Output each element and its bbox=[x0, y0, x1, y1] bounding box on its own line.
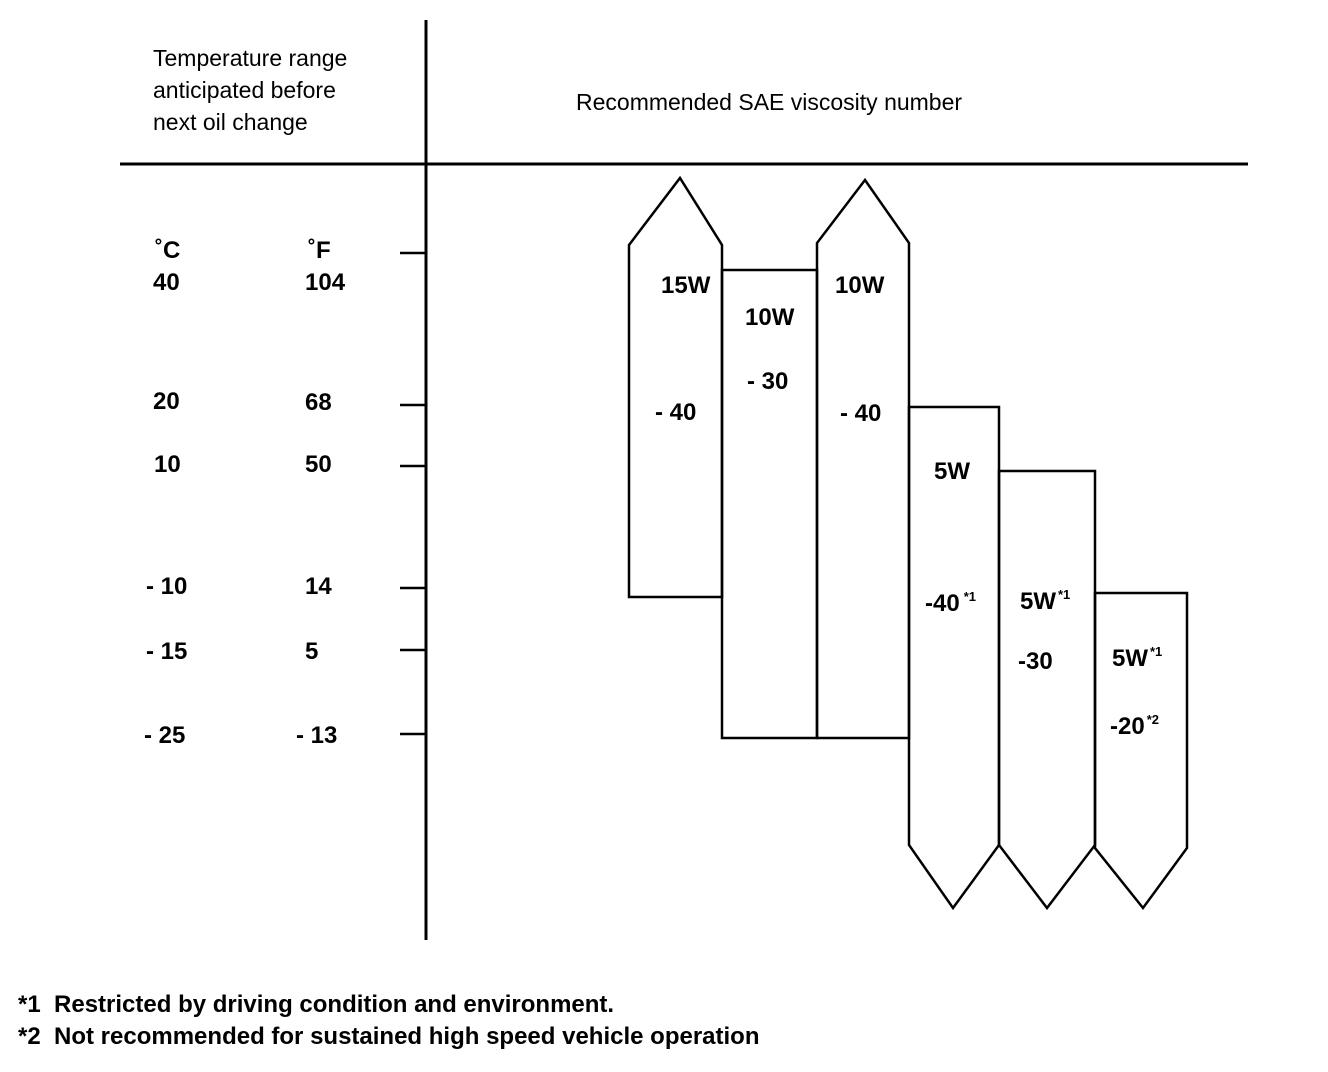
grade-suffix-label: - 40 bbox=[840, 400, 881, 427]
footnote-marker: *1 bbox=[1058, 587, 1070, 602]
fahrenheit-unit-label: ˚F bbox=[308, 237, 331, 264]
heading-line: anticipated before bbox=[153, 77, 336, 103]
scale-f-value: 104 bbox=[305, 269, 346, 296]
grade-label: 5W*1 bbox=[1112, 644, 1162, 672]
scale-c-value: 10 bbox=[154, 451, 181, 478]
grade-label: 10W bbox=[835, 272, 885, 299]
footnote-2: *2 Not recommended for sustained high sp… bbox=[18, 1022, 760, 1052]
footnote-1: *1 Restricted by driving condition and e… bbox=[18, 990, 614, 1020]
range-5w-30 bbox=[997, 469, 1097, 911]
grade-suffix-label: - 40 bbox=[655, 399, 696, 426]
range-5w-20 bbox=[1093, 591, 1189, 911]
grade-suffix-text: -20 bbox=[1110, 713, 1145, 740]
grade-text: 5W bbox=[1020, 588, 1056, 615]
grade-label: 15W bbox=[661, 272, 711, 299]
viscosity-heading: Recommended SAE viscosity number bbox=[576, 89, 963, 115]
scale-f-value: 5 bbox=[305, 638, 318, 665]
grade-label: 10W bbox=[745, 304, 795, 331]
footnote-text: Not recommended for sustained high speed… bbox=[54, 1023, 760, 1050]
footnote-marker: *2 bbox=[1147, 712, 1159, 727]
scale-f-value: 14 bbox=[305, 573, 332, 600]
range-10w-30 bbox=[720, 268, 819, 740]
grade-label: 5W*1 bbox=[1020, 587, 1070, 615]
grade-suffix-text: -40 bbox=[925, 590, 960, 617]
scale-f-value: 50 bbox=[305, 451, 332, 478]
grade-suffix-label: - 30 bbox=[747, 368, 788, 395]
heading-line: next oil change bbox=[153, 109, 308, 135]
grade-text: 5W bbox=[1112, 645, 1148, 672]
scale-c-value: - 15 bbox=[146, 638, 187, 665]
footnote-mark: *2 bbox=[18, 1023, 41, 1050]
temperature-range-heading: Temperature range anticipated before nex… bbox=[153, 42, 347, 138]
footnote-text: Restricted by driving condition and envi… bbox=[54, 991, 615, 1018]
scale-c-value: - 25 bbox=[144, 722, 185, 749]
grade-suffix-label: -40 *1 bbox=[925, 589, 976, 617]
footnote-marker: *1 bbox=[1150, 644, 1162, 659]
range-10w-40 bbox=[815, 177, 911, 740]
range-15w-40 bbox=[627, 175, 724, 599]
footnote-mark: *1 bbox=[18, 991, 41, 1018]
scale-f-value: - 13 bbox=[296, 722, 337, 749]
grade-suffix-label: -30 bbox=[1018, 648, 1053, 675]
scale-c-value: 20 bbox=[153, 388, 180, 415]
range-5w-40 bbox=[907, 405, 1001, 911]
scale-f-value: 68 bbox=[305, 389, 332, 416]
footnote-marker: *1 bbox=[964, 589, 976, 604]
grade-label: 5W bbox=[934, 458, 970, 485]
scale-c-value: 40 bbox=[153, 269, 180, 296]
heading-line: Temperature range bbox=[153, 45, 348, 71]
scale-c-value: - 10 bbox=[146, 573, 187, 600]
grade-suffix-label: -20*2 bbox=[1110, 712, 1159, 740]
celsius-unit-label: ˚C bbox=[155, 237, 180, 264]
